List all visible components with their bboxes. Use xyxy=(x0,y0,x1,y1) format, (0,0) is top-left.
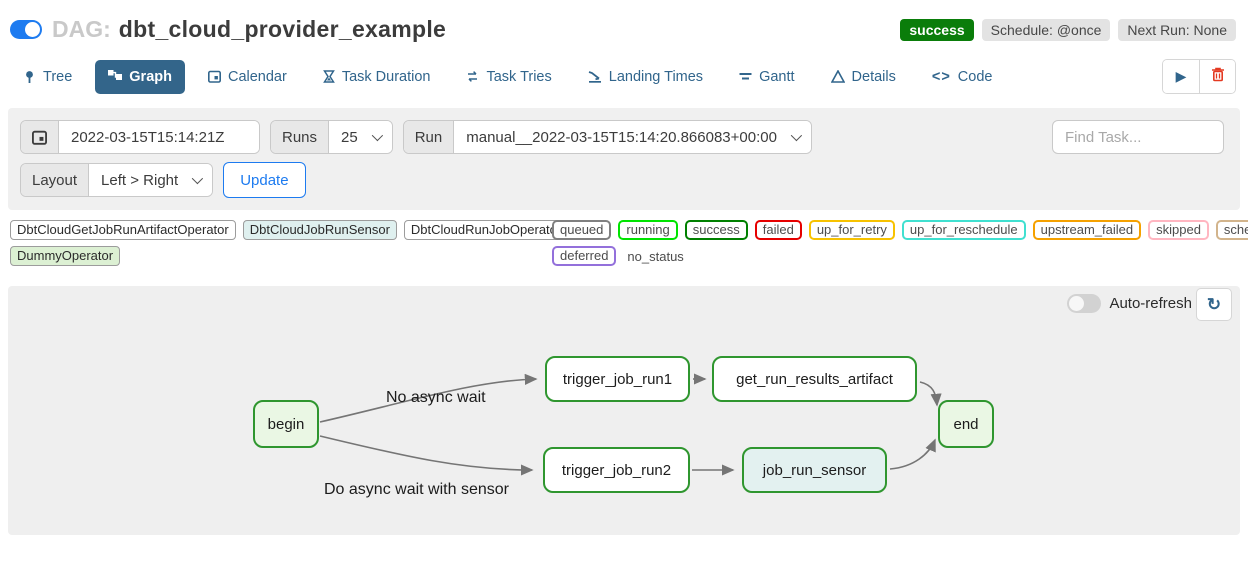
plane-landing-icon xyxy=(588,70,602,83)
graph-node-trigger-job-run2[interactable]: trigger_job_run2 xyxy=(543,447,690,493)
status-legend-badge[interactable]: up_for_retry xyxy=(808,220,895,240)
runs-label: Runs xyxy=(271,121,330,153)
view-tabbar: Tree Graph Calendar Task Duration Task T… xyxy=(0,53,1248,100)
operator-legend: DbtCloudGetJobRunArtifactOperator DbtClo… xyxy=(10,220,569,272)
play-icon: ▶ xyxy=(1175,68,1187,84)
tree-pin-icon xyxy=(23,70,36,84)
calendar-icon xyxy=(207,70,221,83)
tab-gantt[interactable]: Gantt xyxy=(726,60,807,94)
layout-label: Layout xyxy=(21,164,90,196)
tab-tree[interactable]: Tree xyxy=(10,60,85,94)
layout-selected-value: Left > Right xyxy=(101,171,179,189)
hourglass-icon xyxy=(322,70,335,83)
base-date-group xyxy=(20,120,260,154)
status-legend-badge[interactable]: failed xyxy=(754,220,802,240)
dag-title: dbt_cloud_provider_example xyxy=(118,16,447,42)
tab-task-duration[interactable]: Task Duration xyxy=(310,60,444,94)
trash-icon xyxy=(1211,67,1225,86)
find-task-input[interactable] xyxy=(1052,120,1224,154)
tab-graph[interactable]: Graph xyxy=(95,59,185,94)
status-legend-badge[interactable]: upstream_failed xyxy=(1032,220,1142,240)
tab-label: Calendar xyxy=(227,68,287,85)
chevron-down-icon xyxy=(790,129,803,142)
tab-label: Tree xyxy=(43,68,73,85)
next-run-badge: Next Run: None xyxy=(1118,18,1236,41)
legend: DbtCloudGetJobRunArtifactOperator DbtClo… xyxy=(0,210,1248,276)
base-date-input[interactable] xyxy=(59,121,259,153)
graph-node-end[interactable]: end xyxy=(938,400,994,448)
run-select-group: Run manual__2022-03-15T15:14:20.866083+0… xyxy=(402,120,812,154)
status-legend-badge[interactable]: running xyxy=(618,220,678,240)
delete-dag-button[interactable] xyxy=(1199,60,1235,93)
gantt-bars-icon xyxy=(739,70,752,83)
tab-label: Details xyxy=(851,68,896,85)
tab-code[interactable]: <> Code xyxy=(919,60,1006,94)
status-badge: success xyxy=(900,18,974,41)
graph-node-trigger-job-run1[interactable]: trigger_job_run1 xyxy=(545,356,690,402)
operator-badge: DummyOperator xyxy=(10,246,121,266)
operator-badge: DbtCloudRunJobOperator xyxy=(403,220,569,240)
run-select[interactable]: manual__2022-03-15T15:14:20.866083+00:00 xyxy=(454,121,811,153)
num-runs-group: Runs 25 xyxy=(270,120,393,154)
operator-badge: DbtCloudGetJobRunArtifactOperator xyxy=(10,220,236,240)
dag-graph-panel: Auto-refresh ↻ begin trigger_job_run1 ge… xyxy=(8,286,1240,535)
toggle-knob xyxy=(25,22,40,37)
tab-details[interactable]: Details xyxy=(818,60,909,94)
status-legend-badge[interactable]: scheduled xyxy=(1215,220,1248,240)
calendar-picker-icon[interactable] xyxy=(21,121,59,153)
dag-pause-toggle[interactable] xyxy=(10,20,42,39)
chevron-down-icon xyxy=(371,129,383,142)
dag-edges xyxy=(319,373,942,476)
tab-label: Code xyxy=(957,68,993,85)
status-legend-badge[interactable]: skipped xyxy=(1148,220,1209,240)
warning-triangle-icon xyxy=(830,70,845,83)
dag-header: DAG: dbt_cloud_provider_example success … xyxy=(0,0,1248,53)
filter-panel: Runs 25 Run manual__2022-03-15T15:14:20.… xyxy=(8,108,1240,210)
refresh-icon: ↻ xyxy=(1206,294,1222,314)
graph-node-job-run-sensor[interactable]: job_run_sensor xyxy=(742,447,887,493)
update-button[interactable]: Update xyxy=(223,162,306,198)
toggle-knob xyxy=(1069,296,1085,311)
status-legend-badge[interactable]: queued xyxy=(552,220,612,240)
tab-label: Landing Times xyxy=(608,68,704,85)
status-legend-badge[interactable]: deferred xyxy=(552,246,617,266)
dag-action-group: ▶ xyxy=(1162,59,1236,94)
no-status-label: no_status xyxy=(627,248,684,264)
repeat-icon xyxy=(466,70,479,83)
edge-label-do-async-wait: Do async wait with sensor xyxy=(324,481,509,498)
run-label: Run xyxy=(403,121,455,153)
run-selected-value: manual__2022-03-15T15:14:20.866083+00:00 xyxy=(466,128,777,146)
chevron-down-icon xyxy=(191,172,204,185)
auto-refresh-toggle[interactable] xyxy=(1067,294,1102,313)
tab-landing-times[interactable]: Landing Times xyxy=(575,60,716,94)
code-brackets-icon: <> xyxy=(931,68,951,85)
edge-label-no-async-wait: No async wait xyxy=(386,389,486,406)
graph-node-begin[interactable]: begin xyxy=(253,400,319,448)
operator-badge: DbtCloudJobRunSensor xyxy=(242,220,397,240)
trigger-dag-button[interactable]: ▶ xyxy=(1163,60,1199,93)
tab-calendar[interactable]: Calendar xyxy=(195,60,300,94)
tab-label: Task Duration xyxy=(341,68,431,85)
tab-label: Gantt xyxy=(759,68,795,85)
num-runs-select[interactable]: 25 xyxy=(329,121,392,153)
tab-label: Task Tries xyxy=(486,68,552,85)
runs-selected-value: 25 xyxy=(341,128,358,146)
find-task-wrapper xyxy=(1052,120,1224,154)
dag-label: DAG: xyxy=(52,16,111,42)
tab-task-tries[interactable]: Task Tries xyxy=(453,60,564,94)
layout-group: Layout Left > Right xyxy=(20,163,214,197)
status-legend: queued running success failed up_for_ret… xyxy=(552,220,1248,272)
schedule-badge[interactable]: Schedule: @once xyxy=(981,18,1111,41)
graph-node-get-run-results-artifact[interactable]: get_run_results_artifact xyxy=(712,356,917,402)
graph-icon xyxy=(108,70,123,83)
auto-refresh-label: Auto-refresh xyxy=(1109,295,1192,312)
status-legend-badge[interactable]: success xyxy=(684,220,748,240)
refresh-button[interactable]: ↻ xyxy=(1196,288,1232,321)
layout-select[interactable]: Left > Right xyxy=(89,164,213,196)
tab-label: Graph xyxy=(129,68,172,85)
status-legend-badge[interactable]: up_for_reschedule xyxy=(901,220,1026,240)
